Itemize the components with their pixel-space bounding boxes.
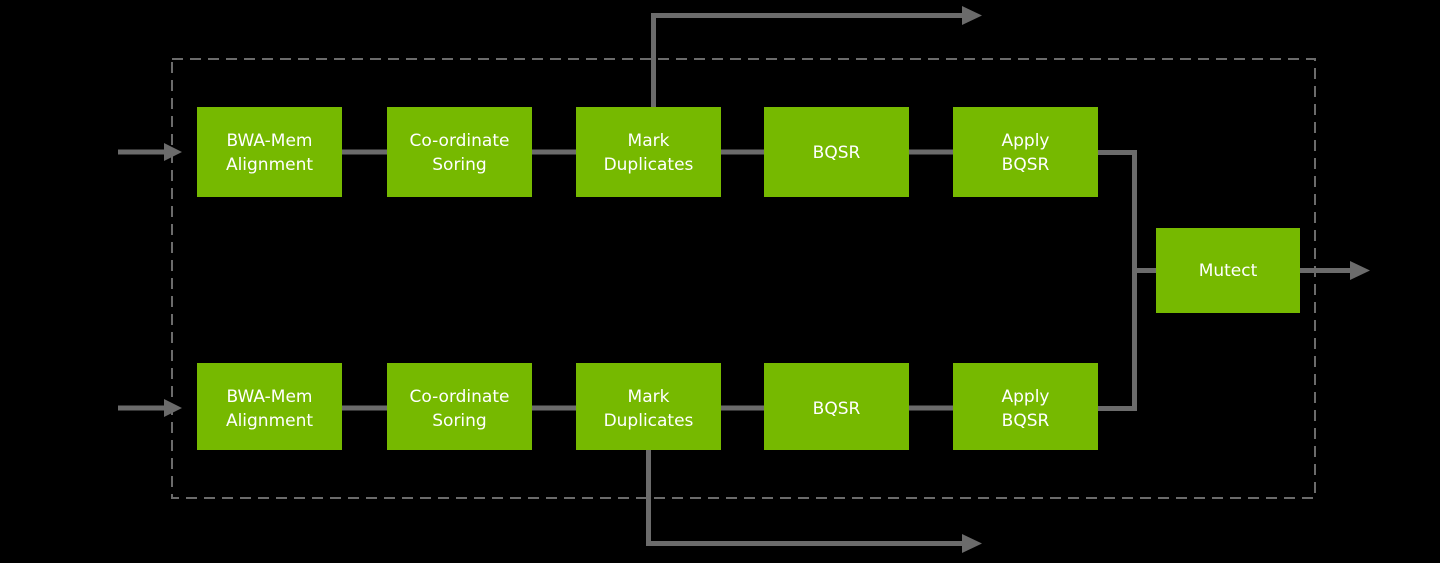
node-bwa-mem-alignment-bottom[interactable]: BWA-Mem Alignment xyxy=(197,363,342,450)
node-label-line1: Mutect xyxy=(1199,261,1258,281)
node-co-ordinate-soring-top[interactable]: Co-ordinate Soring xyxy=(387,107,532,197)
node-label-line1: BWA-Mem xyxy=(226,387,312,407)
node-label-line1: Mark xyxy=(628,131,670,151)
node-mutect[interactable]: Mutect xyxy=(1156,228,1300,313)
node-label-line2: Alignment xyxy=(226,155,313,175)
node-mark-duplicates-bottom[interactable]: Mark Duplicates xyxy=(576,363,721,450)
branch-arrow-bottom xyxy=(646,448,982,553)
node-label-line2: Soring xyxy=(432,411,486,431)
node-apply-bqsr-bottom[interactable]: Apply BQSR xyxy=(953,363,1098,450)
node-label-line2: Duplicates xyxy=(604,155,694,175)
node-label-line2: Duplicates xyxy=(604,411,694,431)
node-label-line1: Co-ordinate xyxy=(410,131,510,151)
node-label-line2: Soring xyxy=(432,155,486,175)
node-co-ordinate-soring-bottom[interactable]: Co-ordinate Soring xyxy=(387,363,532,450)
node-label-line1: BQSR xyxy=(813,143,861,163)
node-label-line1: Apply xyxy=(1002,387,1050,407)
node-label-line1: BQSR xyxy=(813,399,861,419)
node-label-line1: Apply xyxy=(1002,131,1050,151)
input-arrow-bottom xyxy=(118,399,182,417)
node-label-line1: Co-ordinate xyxy=(410,387,510,407)
node-apply-bqsr-top[interactable]: Apply BQSR xyxy=(953,107,1098,197)
node-label-line2: Alignment xyxy=(226,411,313,431)
node-bwa-mem-alignment-top[interactable]: BWA-Mem Alignment xyxy=(197,107,342,197)
edge-applybqsr-merge-bus xyxy=(1095,150,1137,411)
node-label-line1: BWA-Mem xyxy=(226,131,312,151)
node-mark-duplicates-top[interactable]: Mark Duplicates xyxy=(576,107,721,197)
node-label-line2: BQSR xyxy=(1002,155,1050,175)
node-bqsr-top[interactable]: BQSR xyxy=(764,107,909,197)
input-arrow-top xyxy=(118,143,182,161)
output-arrow-mutect xyxy=(1298,261,1370,280)
node-label-line2: BQSR xyxy=(1002,411,1050,431)
pipeline-group-boundary xyxy=(171,58,1316,499)
branch-arrow-top xyxy=(651,6,982,110)
node-bqsr-bottom[interactable]: BQSR xyxy=(764,363,909,450)
node-label-line1: Mark xyxy=(628,387,670,407)
